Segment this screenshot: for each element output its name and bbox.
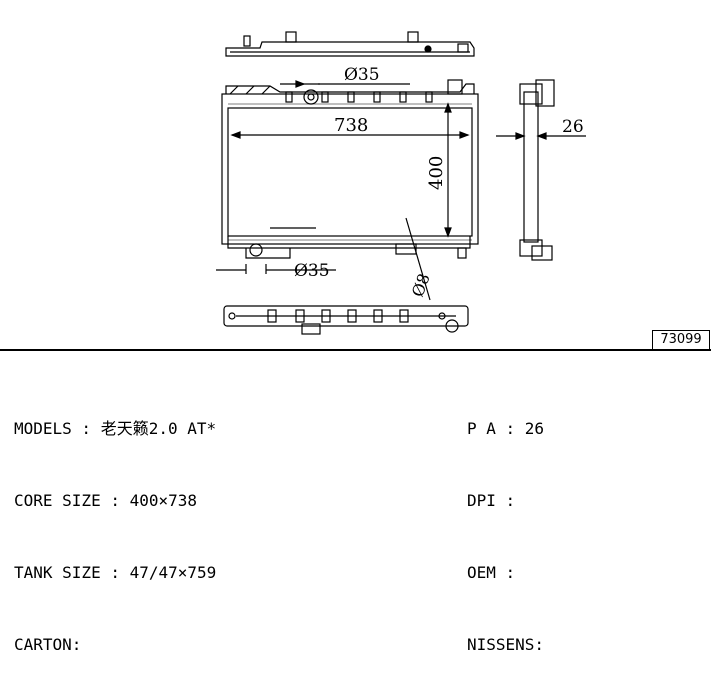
side-view xyxy=(496,79,586,261)
product-code: 73099 xyxy=(652,330,710,350)
spec-dpi: DPI : xyxy=(467,489,544,513)
spec-label: OEM : xyxy=(467,563,525,582)
spec-value: 老天籁2.0 AT* xyxy=(100,419,217,438)
spec-nissens: NISSENS: xyxy=(467,633,544,657)
spec-label: NISSENS: xyxy=(467,635,545,654)
separator-line xyxy=(0,349,711,351)
dim-bottom-pipe-label: Ø35 xyxy=(294,261,330,281)
dim-drain-label: Ø8 xyxy=(408,271,434,299)
spec-label: MODELS : xyxy=(14,419,101,438)
spec-models: MODELS : 老天籁2.0 AT* xyxy=(14,417,216,441)
spec-label: TANK SIZE : xyxy=(14,563,130,582)
spec-label: CARTON: xyxy=(14,635,82,654)
dim-top-pipe-label: Ø35 xyxy=(344,65,380,85)
radiator-technical-drawing: Ø35 738 400 Ø35 Ø8 26 xyxy=(216,31,586,335)
dim-width-label: 738 xyxy=(334,115,368,136)
dim-depth-label: 26 xyxy=(562,117,584,137)
spec-core-size: CORE SIZE : 400×738 xyxy=(14,489,216,513)
spec-label: CORE SIZE : xyxy=(14,491,130,510)
spec-value: 26 xyxy=(524,419,545,438)
top-tank-view xyxy=(225,31,475,57)
dim-height-label: 400 xyxy=(426,156,447,190)
spec-value: 47/47×759 xyxy=(129,563,217,582)
spec-pa: P A : 26 xyxy=(467,417,544,441)
spec-left-column: MODELS : 老天籁2.0 AT* CORE SIZE : 400×738 … xyxy=(14,369,216,681)
spec-value: 400×738 xyxy=(129,491,198,510)
radiator-front-view xyxy=(216,79,479,301)
bottom-tank-view xyxy=(223,305,469,335)
spec-carton: CARTON: xyxy=(14,633,216,657)
spec-label: P A : xyxy=(467,419,525,438)
spec-tank-size: TANK SIZE : 47/47×759 xyxy=(14,561,216,585)
spec-oem: OEM : xyxy=(467,561,544,585)
spec-right-column: P A : 26 DPI : OEM : NISSENS: xyxy=(467,369,544,681)
spec-label: DPI : xyxy=(467,491,525,510)
